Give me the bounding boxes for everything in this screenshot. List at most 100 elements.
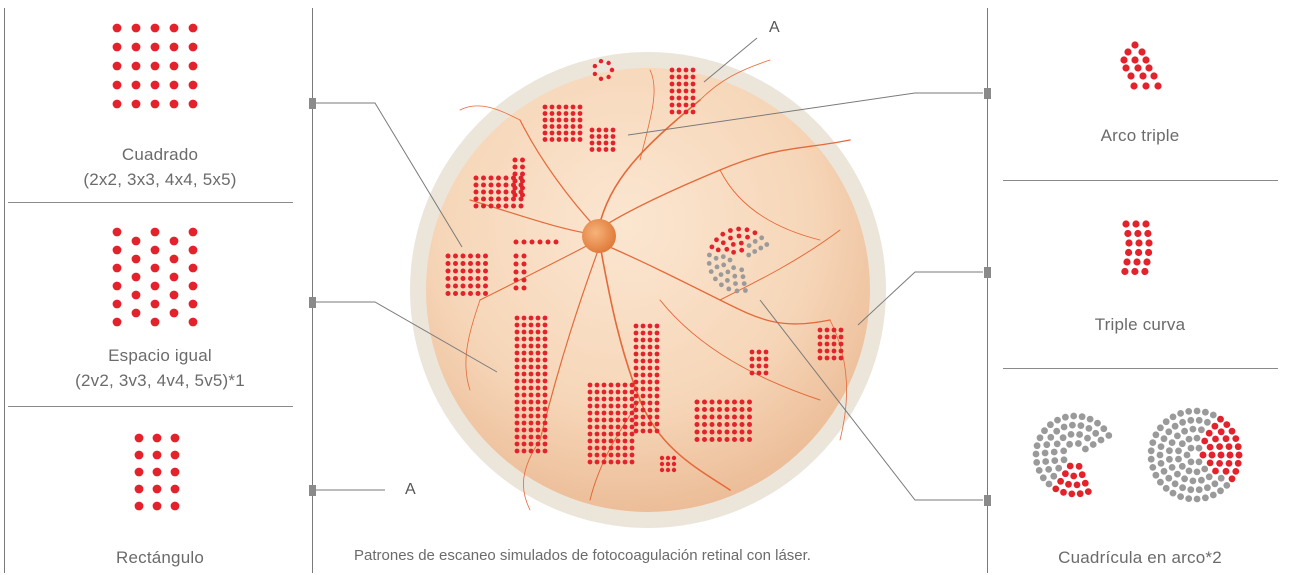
laser-spot bbox=[640, 337, 646, 343]
laser-spot bbox=[669, 74, 675, 80]
laser-spot bbox=[838, 341, 844, 347]
laser-spot bbox=[1208, 451, 1216, 459]
laser-spot bbox=[633, 344, 639, 350]
laser-spot bbox=[749, 349, 755, 355]
laser-spot bbox=[717, 437, 722, 442]
laser-spot bbox=[671, 455, 677, 461]
laser-spot bbox=[521, 434, 527, 440]
laser-spot bbox=[739, 429, 745, 435]
laser-spot bbox=[1149, 439, 1157, 446]
laser-spot bbox=[732, 437, 737, 442]
laser-spot bbox=[542, 343, 548, 349]
laser-spot bbox=[1216, 443, 1223, 450]
laser-spot bbox=[1189, 477, 1197, 485]
laser-spot bbox=[601, 438, 607, 444]
laser-spot bbox=[535, 364, 541, 370]
laser-spot bbox=[520, 192, 525, 198]
laser-spot bbox=[488, 203, 494, 209]
laser-spot bbox=[1193, 495, 1201, 503]
laser-spot bbox=[1052, 485, 1060, 493]
laser-spot bbox=[838, 327, 844, 333]
laser-spot bbox=[601, 424, 607, 430]
laser-spot bbox=[1135, 239, 1143, 247]
laser-spot bbox=[528, 399, 534, 405]
laser-spot bbox=[728, 235, 733, 241]
laser-spot bbox=[817, 327, 823, 333]
laser-spot bbox=[1168, 464, 1176, 471]
laser-spot bbox=[528, 364, 534, 370]
optic-disc bbox=[582, 219, 616, 253]
laser-spot bbox=[150, 281, 160, 291]
laser-spot bbox=[1125, 248, 1133, 257]
laser-spot bbox=[535, 336, 541, 342]
laser-spot bbox=[152, 484, 162, 494]
laser-spot bbox=[756, 370, 762, 376]
laser-spot bbox=[752, 239, 758, 244]
laser-spot bbox=[622, 410, 628, 416]
laser-spot bbox=[603, 140, 609, 146]
laser-spot bbox=[720, 254, 726, 260]
laser-spot bbox=[169, 61, 179, 71]
laser-spot bbox=[1175, 455, 1182, 463]
laser-spot bbox=[608, 459, 614, 465]
laser-spot bbox=[188, 42, 198, 52]
laser-spot bbox=[683, 102, 689, 108]
laser-spot bbox=[817, 355, 823, 361]
laser-spot bbox=[563, 130, 569, 136]
laser-spot bbox=[521, 329, 527, 335]
pattern-rectangle-dots bbox=[134, 433, 180, 511]
laser-spot bbox=[608, 438, 614, 444]
laser-spot bbox=[640, 414, 646, 420]
laser-spot bbox=[594, 459, 600, 465]
laser-spot bbox=[570, 124, 576, 129]
laser-spot bbox=[1059, 434, 1067, 442]
laser-spot bbox=[473, 203, 479, 209]
laser-spot bbox=[131, 80, 141, 90]
laser-spot bbox=[535, 371, 541, 377]
laser-spot bbox=[629, 410, 635, 416]
laser-spot bbox=[503, 196, 509, 202]
laser-spot bbox=[535, 399, 541, 405]
laser-spot bbox=[749, 356, 755, 362]
laser-spot bbox=[1179, 418, 1186, 426]
laser-spot bbox=[188, 281, 198, 291]
laser-spot bbox=[513, 253, 519, 259]
laser-spot bbox=[622, 445, 628, 451]
pattern-label-equal-space-sizes: (2v2, 3v3, 4v4, 5v5)*1 bbox=[75, 371, 245, 390]
laser-spot bbox=[453, 253, 458, 259]
laser-spot bbox=[732, 399, 737, 405]
laser-spot bbox=[718, 272, 724, 277]
laser-spot bbox=[654, 428, 660, 434]
laser-spot bbox=[556, 111, 562, 116]
laser-spot bbox=[1041, 427, 1048, 435]
laser-spot bbox=[1143, 258, 1151, 266]
laser-spot bbox=[654, 365, 660, 371]
laser-spot bbox=[587, 382, 593, 388]
laser-spot bbox=[1168, 439, 1176, 446]
laser-spot bbox=[514, 322, 520, 328]
laser-spot bbox=[488, 196, 494, 202]
laser-spot bbox=[1039, 474, 1047, 482]
laser-spot bbox=[727, 257, 733, 263]
laser-spot bbox=[746, 252, 752, 258]
laser-spot bbox=[488, 189, 494, 195]
laser-spot bbox=[654, 323, 660, 329]
laser-spot bbox=[570, 130, 576, 136]
laser-spot bbox=[609, 67, 615, 73]
laser-spot bbox=[483, 253, 488, 259]
laser-spot bbox=[654, 337, 660, 343]
laser-spot bbox=[1228, 475, 1236, 483]
laser-spot bbox=[640, 344, 646, 350]
laser-spot bbox=[647, 323, 653, 329]
left-border-line bbox=[4, 8, 5, 573]
laser-spot bbox=[1187, 486, 1195, 494]
laser-spot bbox=[1222, 467, 1230, 475]
laser-spot bbox=[732, 429, 737, 435]
laser-spot bbox=[512, 178, 518, 184]
laser-spot bbox=[596, 127, 602, 133]
laser-spot bbox=[594, 438, 600, 444]
laser-spot bbox=[676, 81, 682, 87]
laser-spot bbox=[640, 407, 646, 413]
laser-spot bbox=[535, 350, 541, 356]
laser-spot bbox=[514, 385, 520, 391]
